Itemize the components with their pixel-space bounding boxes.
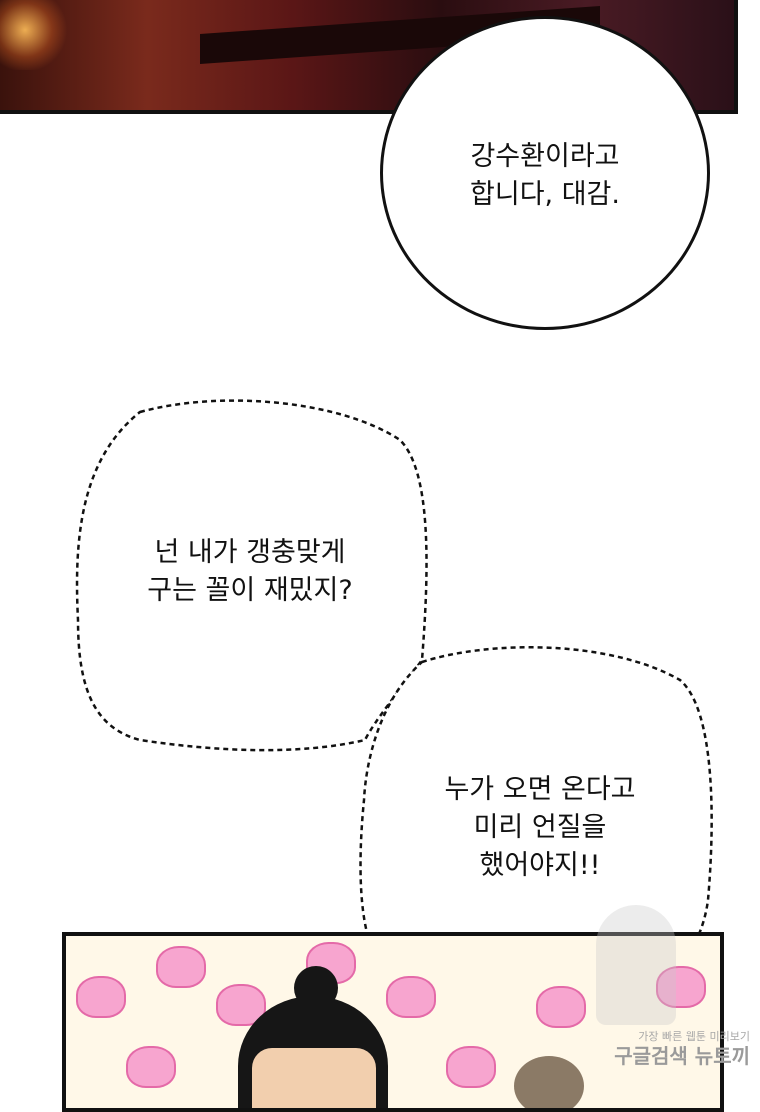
watermark-line1: 가장 빠른 웹툰 미리보기 [638,1030,750,1043]
cat-pattern-icon [536,986,586,1028]
speech-text-bottom: 누가 오면 온다고 미리 언질을 했어야지!! [444,774,636,881]
cat-pattern-icon [76,976,126,1018]
watermark-line2: 구글검색 뉴토끼 [614,1044,750,1068]
cat-pattern-icon [386,976,436,1018]
second-character-hair [514,1056,584,1108]
cat-pattern-icon [446,1046,496,1088]
watermark: 가장 빠른 웹툰 미리보기 구글검색 뉴토끼 [560,1030,750,1068]
cat-pattern-icon [656,966,706,1008]
cat-pattern-icon [156,946,206,988]
speech-text-top: 강수환이라고 합니다, 대감. [470,141,620,210]
character-face [252,1048,376,1108]
speech-text-middle: 넌 내가 갱충맞게 구는 꼴이 재밌지? [147,537,353,606]
lantern-glow [0,0,70,70]
cat-pattern-icon [216,984,266,1026]
thought-bubble-middle [75,399,428,752]
bottom-panel-artwork [62,932,724,1112]
watermark-mascot-icon [596,905,676,1025]
cat-pattern-icon [126,1046,176,1088]
speech-bubble-top [380,16,710,330]
